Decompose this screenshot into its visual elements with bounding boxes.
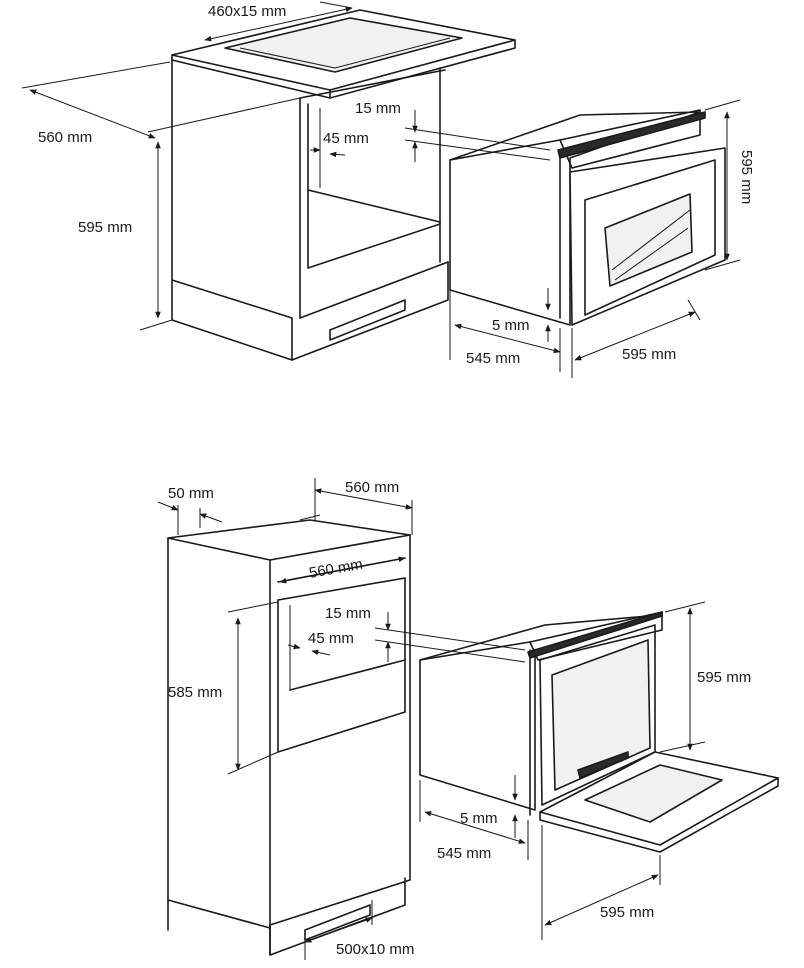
label-depth: 560 mm (345, 479, 399, 496)
label-bottom-gap: 5 mm (492, 317, 530, 334)
label-height: 585 mm (168, 684, 222, 701)
label-gap-side: 45 mm (308, 630, 354, 647)
label-cutout: 460x15 mm (208, 3, 286, 20)
bottom-dimensions (157, 478, 706, 960)
countertop (171, 9, 516, 99)
label-gap-top: 15 mm (355, 100, 401, 117)
label-oven-depth: 545 mm (466, 350, 520, 367)
label-side-gap: 50 mm (168, 485, 214, 502)
label-height: 595 mm (78, 219, 132, 236)
tall-cabinet (167, 514, 411, 956)
label-oven-height: 595 mm (697, 669, 751, 686)
top-dimensions (21, 1, 741, 378)
oven-unit (449, 109, 726, 326)
label-oven-depth: 545 mm (437, 845, 491, 862)
label-oven-width: 595 mm (622, 346, 676, 363)
label-bottom-gap: 5 mm (460, 810, 498, 827)
label-vent: 500x10 mm (336, 941, 414, 958)
label-oven-width: 595 mm (600, 904, 654, 921)
label-oven-height: 595 mm (738, 150, 755, 204)
oven-open-door (419, 611, 779, 853)
label-depth: 560 mm (38, 129, 92, 146)
label-gap-side: 45 mm (323, 130, 369, 147)
top-labels: 460x15 mm 560 mm 595 mm 15 mm 45 mm 595 … (38, 3, 755, 367)
top-installation: 460x15 mm 560 mm 595 mm 15 mm 45 mm 595 … (21, 1, 755, 378)
label-gap-top: 15 mm (325, 605, 371, 622)
label-inner-width: 560 mm (308, 556, 364, 582)
base-cabinet (171, 59, 449, 361)
bottom-installation: 50 mm 560 mm 560 mm 15 mm 45 mm 585 mm 5… (157, 478, 779, 960)
